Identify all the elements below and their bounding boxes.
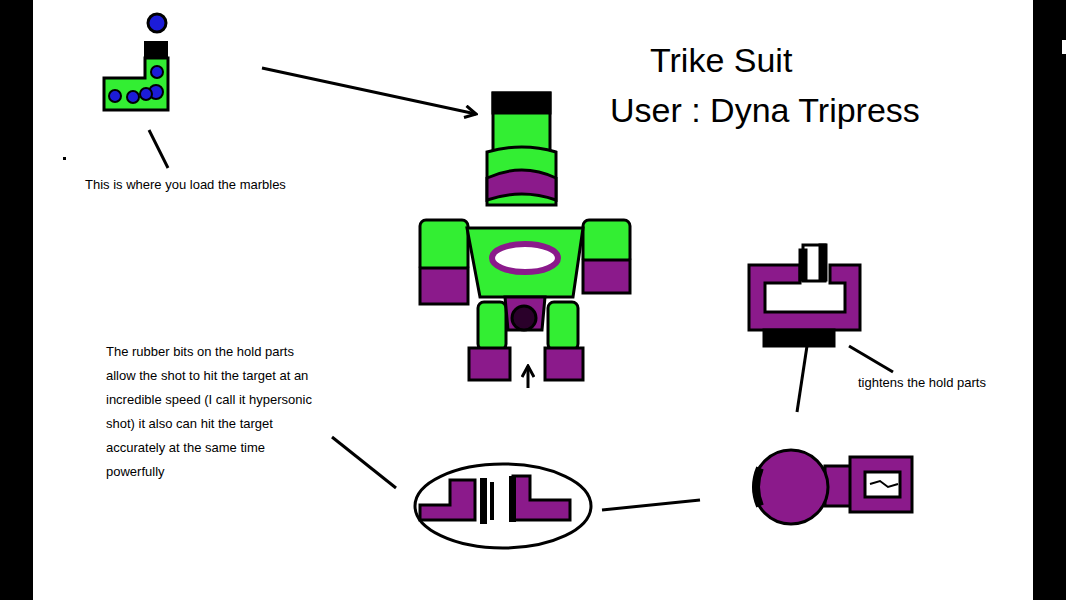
- drawing-stroke: [469, 348, 510, 380]
- drawing-stroke: [104, 58, 168, 110]
- drawing-stroke: [487, 147, 556, 205]
- drawing-stroke: [467, 228, 583, 297]
- border-bar: [1033, 0, 1066, 600]
- drawing-stroke: [800, 250, 806, 280]
- drawing-stroke: [492, 244, 558, 272]
- drawing-stroke: [509, 476, 516, 522]
- drawing-stroke: [420, 220, 468, 272]
- stray-dot: [63, 157, 66, 160]
- drawing-stroke: [140, 88, 152, 100]
- drawing-stroke: [493, 93, 550, 151]
- drawing-stroke: [583, 260, 630, 293]
- clamp-part: [749, 245, 860, 346]
- drawing-stroke: [487, 170, 556, 200]
- drawing-stroke: [151, 66, 163, 78]
- drawing-stroke: [754, 450, 828, 524]
- drawing-stroke: [870, 481, 898, 487]
- drawing-stroke: [820, 245, 826, 280]
- pointer-arrow: [262, 68, 476, 114]
- drawing-stroke: [478, 302, 506, 350]
- drawing-stroke: [764, 330, 834, 346]
- border-bar: [0, 0, 33, 600]
- drawing-stroke: [548, 302, 578, 350]
- border-mark: [1062, 40, 1066, 54]
- annotation: tightens the hold parts: [858, 374, 1028, 392]
- drawing-stroke: [850, 457, 912, 512]
- drawing-stroke: [756, 468, 760, 506]
- drawing-stroke: [127, 91, 139, 103]
- drawing-stroke: [513, 476, 570, 520]
- annotation: The rubber bits on the hold parts allow …: [106, 340, 320, 484]
- tightener-knob: [754, 450, 912, 524]
- hold-parts-detail: [415, 464, 591, 548]
- drawing-stroke: [545, 348, 583, 380]
- marble-loader: [104, 14, 168, 110]
- drawing-stroke: [420, 480, 475, 520]
- leader-line: [332, 437, 396, 488]
- leader-line: [149, 130, 168, 168]
- drawing-stroke: [415, 464, 591, 548]
- title: Trike Suit: [650, 38, 792, 82]
- drawing-stroke: [144, 41, 168, 58]
- annotation: This is where you load the marbles: [85, 176, 345, 194]
- drawing-stroke: [109, 90, 121, 102]
- drawing-stroke: [505, 297, 545, 330]
- drawing-stroke: [420, 268, 468, 304]
- drawing-stroke: [583, 220, 630, 264]
- leader-line: [849, 346, 893, 372]
- drawing-stroke: [512, 306, 536, 330]
- connector-line: [602, 500, 700, 510]
- drawing-stroke: [493, 93, 550, 113]
- connector-line: [797, 346, 807, 412]
- user-label: User : Dyna Tripress: [610, 90, 1010, 130]
- drawing-stroke: [148, 14, 166, 32]
- suit-figure: [420, 93, 630, 380]
- pointer-arrow: [527, 366, 530, 388]
- drawing-stroke: [490, 482, 494, 520]
- drawing-stroke: [480, 478, 487, 524]
